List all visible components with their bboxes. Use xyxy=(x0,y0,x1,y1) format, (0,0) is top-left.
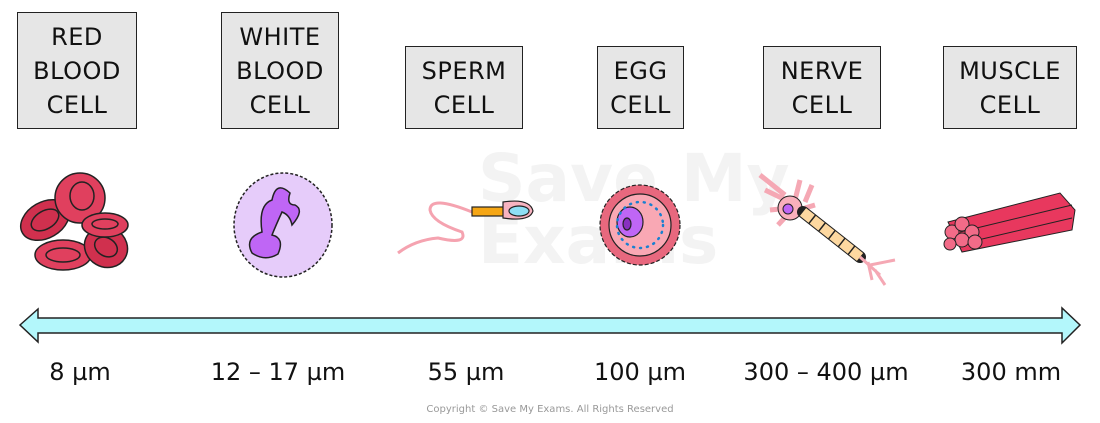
egg-cell-icon xyxy=(599,184,681,266)
label-box-white-blood-cell: WHITE BLOOD CELL xyxy=(221,12,339,129)
size-label: 100 µm xyxy=(593,358,687,386)
label-box-muscle-cell: MUSCLE CELL xyxy=(943,46,1077,129)
label-line: SPERM xyxy=(421,56,507,85)
label-box-red-blood-cell: RED BLOOD CELL xyxy=(17,12,137,129)
nerve-cell-icon xyxy=(758,173,896,286)
size-label: 55 µm xyxy=(427,358,505,386)
label-line: BLOOD xyxy=(236,56,324,85)
label-line: CELL xyxy=(791,90,853,119)
label-line: CELL xyxy=(249,90,311,119)
label-line: CELL xyxy=(610,90,671,119)
label-line: MUSCLE xyxy=(959,56,1061,85)
label-line: BLOOD xyxy=(33,56,121,85)
copyright-text: Copyright © Save My Exams. All Rights Re… xyxy=(426,404,674,415)
label-line: WHITE xyxy=(239,22,321,51)
size-label: 12 – 17 µm xyxy=(210,358,346,386)
size-label: 300 – 400 µm xyxy=(743,358,909,386)
label-box-sperm-cell: SPERM CELL xyxy=(405,46,523,129)
label-line: NERVE xyxy=(780,56,864,85)
label-line: EGG xyxy=(613,56,668,85)
white-blood-cell-icon xyxy=(233,172,333,278)
size-label: 300 mm xyxy=(960,358,1062,386)
size-scale-arrow xyxy=(18,306,1082,345)
label-line: CELL xyxy=(433,90,495,119)
size-label: 8 µm xyxy=(49,358,111,386)
label-box-egg-cell: EGG CELL xyxy=(597,46,684,129)
label-box-nerve-cell: NERVE CELL xyxy=(763,46,881,129)
label-line: CELL xyxy=(46,90,108,119)
label-line: CELL xyxy=(979,90,1041,119)
label-line: RED xyxy=(51,22,103,51)
sperm-cell-icon xyxy=(397,200,534,255)
red-blood-cell-icon xyxy=(20,172,129,271)
muscle-cell-icon xyxy=(943,192,1076,253)
